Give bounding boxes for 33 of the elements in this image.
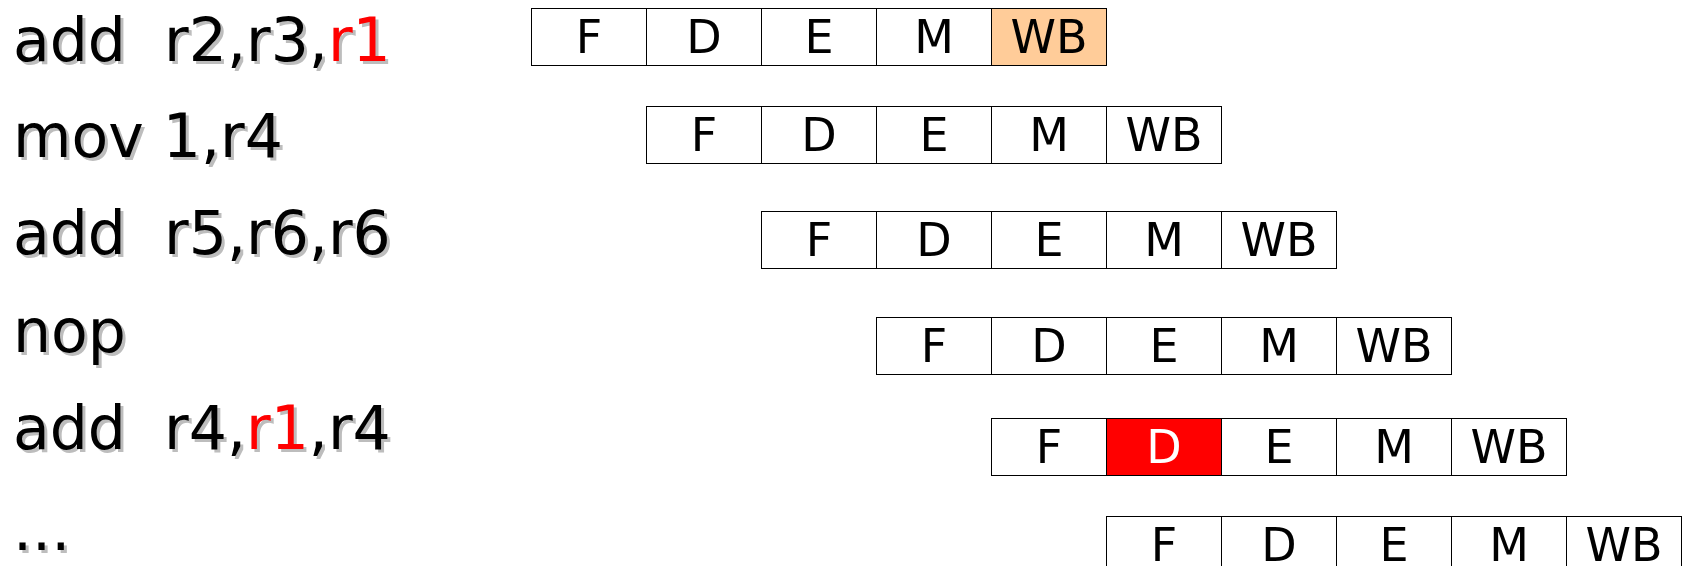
instruction-text: nop xyxy=(13,296,126,366)
pipeline-stage-cell: F xyxy=(761,211,877,269)
pipeline-stage-cell: F xyxy=(531,8,647,66)
pipeline-stage-cell: WB xyxy=(1336,317,1452,375)
pipeline-stage-cell: E xyxy=(1221,418,1337,476)
pipeline-stage-cell: M xyxy=(1221,317,1337,375)
pipeline-stage-cell: E xyxy=(876,106,992,164)
pipeline-stage-cell: F xyxy=(991,418,1107,476)
pipeline-stage-cell: E xyxy=(991,211,1107,269)
pipeline-stage-cell: D xyxy=(1106,418,1222,476)
instruction-text: add r4,r1,r4 xyxy=(13,393,391,463)
pipeline-stage-cell: F xyxy=(646,106,762,164)
pipeline-stage-cell: M xyxy=(991,106,1107,164)
instruction-text: mov 1,r4 xyxy=(13,101,283,171)
instruction-text: add r5,r6,r6 xyxy=(13,198,391,268)
pipeline-stage-cell: F xyxy=(1106,516,1222,566)
pipeline-stage-cell: M xyxy=(1106,211,1222,269)
pipeline-stage-cell: F xyxy=(876,317,992,375)
pipeline-stage-cell: E xyxy=(761,8,877,66)
instruction-text: add r2,r3,r1 xyxy=(13,5,391,75)
instruction-text: ... xyxy=(13,494,71,564)
pipeline-stage-cell: WB xyxy=(1221,211,1337,269)
pipeline-stage-cell: WB xyxy=(1566,516,1682,566)
pipeline-stage-cell: D xyxy=(761,106,877,164)
pipeline-stage-cell: WB xyxy=(991,8,1107,66)
pipeline-stage-cell: M xyxy=(1336,418,1452,476)
pipeline-stage-cell: D xyxy=(991,317,1107,375)
pipeline-stage-cell: WB xyxy=(1451,418,1567,476)
pipeline-stage-cell: M xyxy=(876,8,992,66)
pipeline-stage-cell: WB xyxy=(1106,106,1222,164)
pipeline-stage-cell: D xyxy=(646,8,762,66)
pipeline-stage-cell: E xyxy=(1106,317,1222,375)
pipeline-stage-cell: D xyxy=(876,211,992,269)
